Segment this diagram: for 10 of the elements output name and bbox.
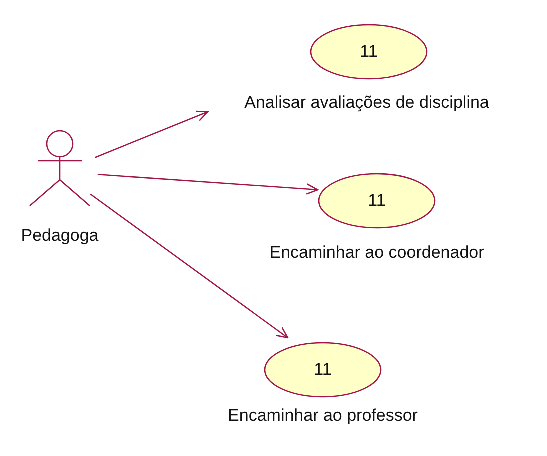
association-arrow bbox=[98, 174, 319, 195]
use-case-name: Encaminhar ao professor bbox=[228, 406, 418, 426]
use-case-number: 11 bbox=[368, 191, 386, 211]
actor-name: Pedagoga bbox=[21, 226, 99, 246]
use-case-name: Analisar avaliações de disciplina bbox=[244, 93, 490, 113]
association-arrow bbox=[90, 194, 289, 339]
use-case-number: 11 bbox=[360, 42, 378, 62]
use-case-number: 11 bbox=[314, 360, 332, 380]
use-case-name: Encaminhar ao coordenador bbox=[270, 243, 484, 263]
association-arrow bbox=[94, 110, 209, 158]
